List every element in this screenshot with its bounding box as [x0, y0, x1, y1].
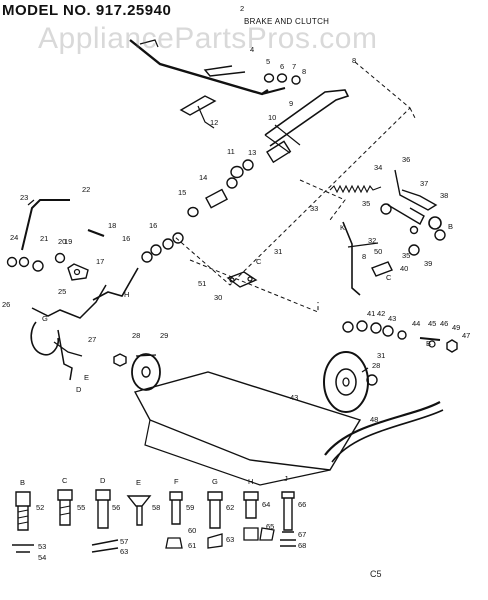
callout-32: 32 — [368, 236, 376, 245]
callout-12: 12 — [210, 118, 218, 127]
watermark-logo: AppliancePartsPros.com — [38, 22, 378, 55]
callout-21: 21 — [40, 234, 48, 243]
callout-22: 22 — [82, 185, 90, 194]
callout-14: 14 — [199, 173, 207, 182]
hw-letter-g: G — [212, 477, 218, 486]
callout-48: 48 — [370, 415, 378, 424]
callout-45: 45 — [428, 319, 436, 328]
callout-49: 49 — [452, 323, 460, 332]
callout-46: 46 — [440, 319, 448, 328]
callout-g: G — [42, 314, 48, 323]
callout-20: 20 — [58, 237, 66, 246]
callout-41: 41 — [367, 309, 375, 318]
callout-17: 17 — [96, 257, 104, 266]
callout-d: D — [76, 385, 82, 394]
callout-39: 39 — [424, 259, 432, 268]
callout-c-right: C — [386, 273, 392, 282]
callout-8c: 8 — [362, 252, 366, 261]
hw-letter-j: J — [284, 474, 288, 483]
callout-38: 38 — [440, 191, 448, 200]
hw-letter-c: C — [62, 476, 68, 485]
callout-16b: 16 — [122, 234, 130, 243]
hw-num-61: 61 — [188, 541, 196, 550]
callout-28b: 28 — [372, 361, 380, 370]
hw-num-59: 59 — [186, 503, 194, 512]
callout-27: 27 — [88, 335, 96, 344]
hw-num-63a: 63 — [120, 547, 128, 556]
section-title: BRAKE AND CLUTCH — [244, 17, 330, 26]
callout-18: 18 — [108, 221, 116, 230]
callout-34: 34 — [374, 163, 382, 172]
callout-26: 26 — [2, 300, 10, 309]
callout-31a: 31 — [274, 247, 282, 256]
callout-16a: 16 — [149, 221, 157, 230]
callout-6: 6 — [280, 62, 284, 71]
callout-40: 40 — [400, 264, 408, 273]
callout-47: 47 — [462, 331, 470, 340]
hw-letter-f: F — [174, 477, 179, 486]
callout-5: 5 — [266, 57, 270, 66]
hw-letter-h: H — [248, 477, 253, 486]
callout-24: 24 — [10, 233, 18, 242]
callout-35a: 35 — [362, 199, 370, 208]
callout-50: 50 — [374, 247, 382, 256]
callout-30: 30 — [214, 293, 222, 302]
callout-23: 23 — [20, 193, 28, 202]
callout-2: 2 — [240, 4, 244, 13]
callout-8a: 8 — [302, 67, 306, 76]
callout-10: 10 — [268, 113, 276, 122]
callout-11: 11 — [227, 147, 235, 156]
callout-c-center: C — [256, 257, 262, 266]
hw-num-57: 57 — [120, 537, 128, 546]
callout-31b: 31 — [377, 351, 385, 360]
callout-43b: 43 — [290, 393, 298, 402]
hw-num-58: 58 — [152, 503, 160, 512]
callout-h: H — [124, 290, 129, 299]
callout-9: 9 — [289, 99, 293, 108]
hw-num-54: 54 — [38, 553, 46, 562]
callout-28a: 28 — [132, 331, 140, 340]
callout-19: 19 — [64, 237, 72, 246]
callout-b-right: B — [448, 222, 453, 231]
callout-35b: 35 — [402, 251, 410, 260]
hw-num-56: 56 — [112, 503, 120, 512]
hw-num-52: 52 — [36, 503, 44, 512]
hw-letter-b: B — [20, 478, 25, 487]
callout-42: 42 — [377, 309, 385, 318]
callout-b-lower: B — [426, 339, 431, 348]
callout-44: 44 — [412, 319, 420, 328]
callout-e: E — [84, 373, 89, 382]
hw-num-65: 65 — [266, 522, 274, 531]
hw-num-55: 55 — [77, 503, 85, 512]
callout-25: 25 — [58, 287, 66, 296]
hw-num-53: 53 — [38, 542, 46, 551]
callout-36: 36 — [402, 155, 410, 164]
callout-43a: 43 — [388, 314, 396, 323]
hw-num-66: 66 — [298, 500, 306, 509]
hw-num-62: 62 — [226, 503, 234, 512]
callout-51: 51 — [198, 279, 206, 288]
callout-8b: 8 — [352, 56, 356, 65]
hw-num-68: 68 — [298, 541, 306, 550]
hw-num-67: 67 — [298, 530, 306, 539]
callout-4: 4 — [250, 45, 254, 54]
page-code: C5 — [370, 569, 382, 579]
hw-num-64: 64 — [262, 500, 270, 509]
callout-33: 33 — [310, 204, 318, 213]
hw-num-63b: 63 — [226, 535, 234, 544]
hw-letter-e: E — [136, 478, 141, 487]
model-number-title: MODEL NO. 917.25940 — [2, 2, 172, 19]
callout-7: 7 — [292, 62, 296, 71]
callout-37: 37 — [420, 179, 428, 188]
callout-13: 13 — [248, 148, 256, 157]
hw-num-60: 60 — [188, 526, 196, 535]
callout-15: 15 — [178, 188, 186, 197]
callout-k: K — [340, 223, 345, 232]
callout-29: 29 — [160, 331, 168, 340]
hw-letter-d: D — [100, 476, 106, 485]
